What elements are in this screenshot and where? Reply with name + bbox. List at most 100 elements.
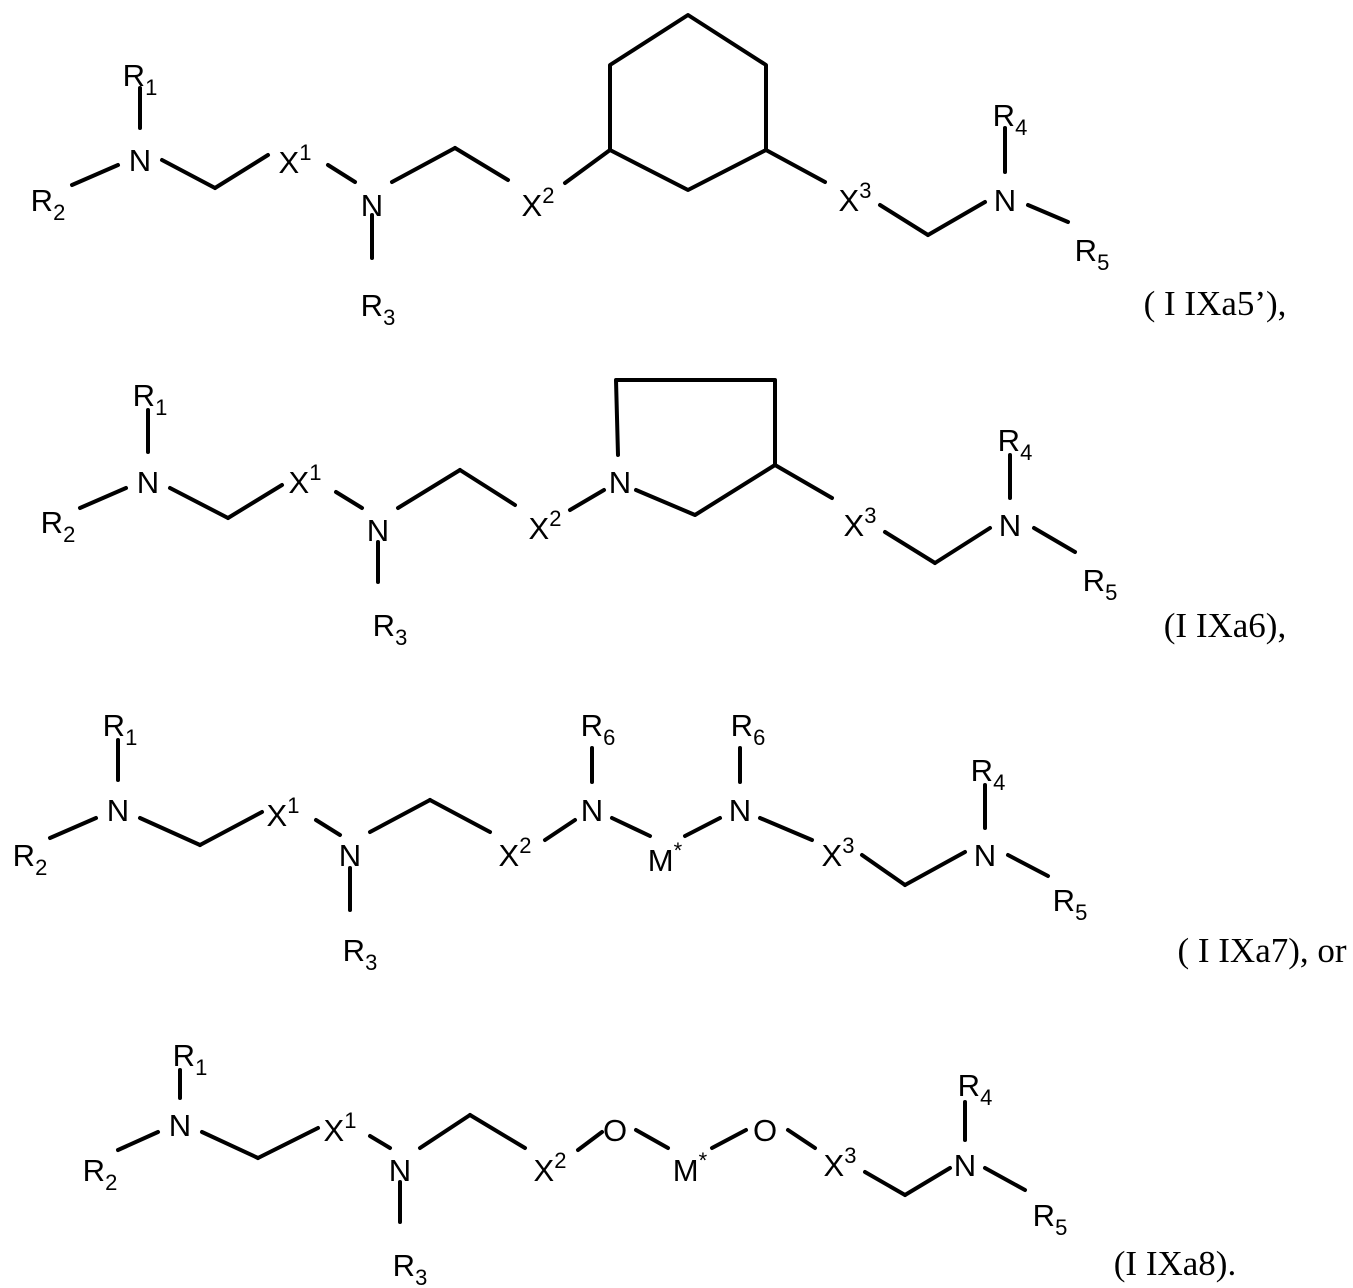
atom-label: X2 xyxy=(534,1148,567,1188)
atom-label: N xyxy=(169,1108,191,1143)
atom-label: X3 xyxy=(844,503,877,543)
bond xyxy=(636,1130,668,1148)
atom-label: R3 xyxy=(361,288,396,330)
atom-label: R1 xyxy=(173,1038,208,1080)
bond xyxy=(788,1130,815,1148)
bond xyxy=(200,812,262,845)
bond xyxy=(766,150,825,182)
atom-label: R3 xyxy=(343,933,378,975)
atom-label: X1 xyxy=(279,140,312,180)
atom-label: X3 xyxy=(822,833,855,873)
bond xyxy=(370,1136,390,1148)
atom-label: X1 xyxy=(267,793,300,833)
atom-label: N xyxy=(954,1148,976,1183)
atom-label: R2 xyxy=(41,505,76,547)
atom-label: R3 xyxy=(373,608,408,650)
bond xyxy=(455,148,508,180)
structure-1: R1NR2X1NR3X2X3NR4R5( I IXa5’), xyxy=(31,15,1287,330)
atom-label: N xyxy=(107,793,129,828)
bond xyxy=(935,528,990,563)
bond xyxy=(1034,528,1075,552)
bond xyxy=(398,470,460,508)
bond xyxy=(928,202,985,235)
atom-label: X1 xyxy=(289,460,322,500)
bond xyxy=(228,485,282,518)
bond xyxy=(885,532,935,563)
atom-label: N xyxy=(581,793,603,828)
bond xyxy=(865,1172,905,1195)
atom-label: X2 xyxy=(499,833,532,873)
bond xyxy=(570,490,604,510)
bond xyxy=(118,1132,158,1150)
bond xyxy=(420,1115,470,1148)
atom-label: M* xyxy=(648,838,683,878)
bond xyxy=(140,818,200,845)
structure-4: R1NR2X1NR3X2OM*OX3NR4R5(I IXa8). xyxy=(83,1038,1237,1288)
atom-label: R2 xyxy=(31,183,66,225)
atom-label: N xyxy=(729,793,751,828)
atom-label: R6 xyxy=(581,708,616,750)
atom-label: R5 xyxy=(1033,1198,1068,1240)
bond xyxy=(712,1130,746,1148)
bond xyxy=(1028,205,1068,222)
bond xyxy=(775,465,832,498)
atom-label: N xyxy=(367,513,389,548)
atom-label: X3 xyxy=(839,178,872,218)
atom-label: N xyxy=(999,508,1021,543)
bond xyxy=(985,1168,1025,1190)
atom-label: X1 xyxy=(324,1108,357,1148)
atom-label: R2 xyxy=(13,838,48,880)
bond xyxy=(460,470,515,505)
bond xyxy=(72,165,118,185)
atom-label: R2 xyxy=(83,1153,118,1195)
bond xyxy=(545,820,575,840)
ring xyxy=(610,15,766,190)
atom-label: O xyxy=(753,1113,777,1148)
bond xyxy=(880,205,928,235)
atom-label: N xyxy=(361,188,383,223)
bond xyxy=(170,488,228,518)
atom-label: M* xyxy=(673,1148,708,1188)
bond xyxy=(50,818,96,838)
bond xyxy=(905,852,965,885)
formula-caption: ( I IXa5’), xyxy=(1144,284,1287,323)
bond xyxy=(470,1115,525,1148)
bond xyxy=(905,1168,950,1195)
bond xyxy=(370,800,430,832)
atom-label: O xyxy=(603,1113,627,1148)
atom-label: R5 xyxy=(1083,563,1118,605)
bond xyxy=(1008,855,1048,876)
bond xyxy=(862,855,905,885)
atom-label: R5 xyxy=(1075,233,1110,275)
atom-label: R3 xyxy=(393,1248,428,1288)
atom-label: R4 xyxy=(993,98,1028,140)
atom-label: R4 xyxy=(998,423,1033,465)
bond xyxy=(578,1132,602,1150)
bond xyxy=(760,818,812,840)
bond xyxy=(316,820,340,835)
formula-caption: (I IXa8). xyxy=(1114,1244,1236,1283)
bond xyxy=(328,165,355,182)
bond xyxy=(392,148,455,182)
atom-label: X2 xyxy=(529,506,562,546)
formula-caption: (I IXa6), xyxy=(1164,606,1286,645)
bond xyxy=(336,492,362,508)
bond xyxy=(685,818,720,836)
bond xyxy=(215,155,268,188)
bond xyxy=(258,1128,318,1158)
bond xyxy=(430,800,490,832)
bond xyxy=(202,1132,258,1158)
atom-label: N xyxy=(129,143,151,178)
bond xyxy=(162,160,215,188)
structure-3: R1NR2X1NR3X2NR6M*NR6X3NR4R5( I IXa7), or xyxy=(13,708,1347,975)
atom-label: R4 xyxy=(971,753,1006,795)
bond xyxy=(565,150,610,183)
atom-label: X2 xyxy=(522,183,555,223)
structure-2: R1NR2X1NR3X2NX3NR4R5(I IXa6), xyxy=(41,378,1287,650)
atom-label: R5 xyxy=(1053,883,1088,925)
atom-label: X3 xyxy=(824,1143,857,1183)
atom-label: R4 xyxy=(958,1068,993,1110)
atom-label: N xyxy=(994,183,1016,218)
atom-label: N xyxy=(609,465,631,500)
